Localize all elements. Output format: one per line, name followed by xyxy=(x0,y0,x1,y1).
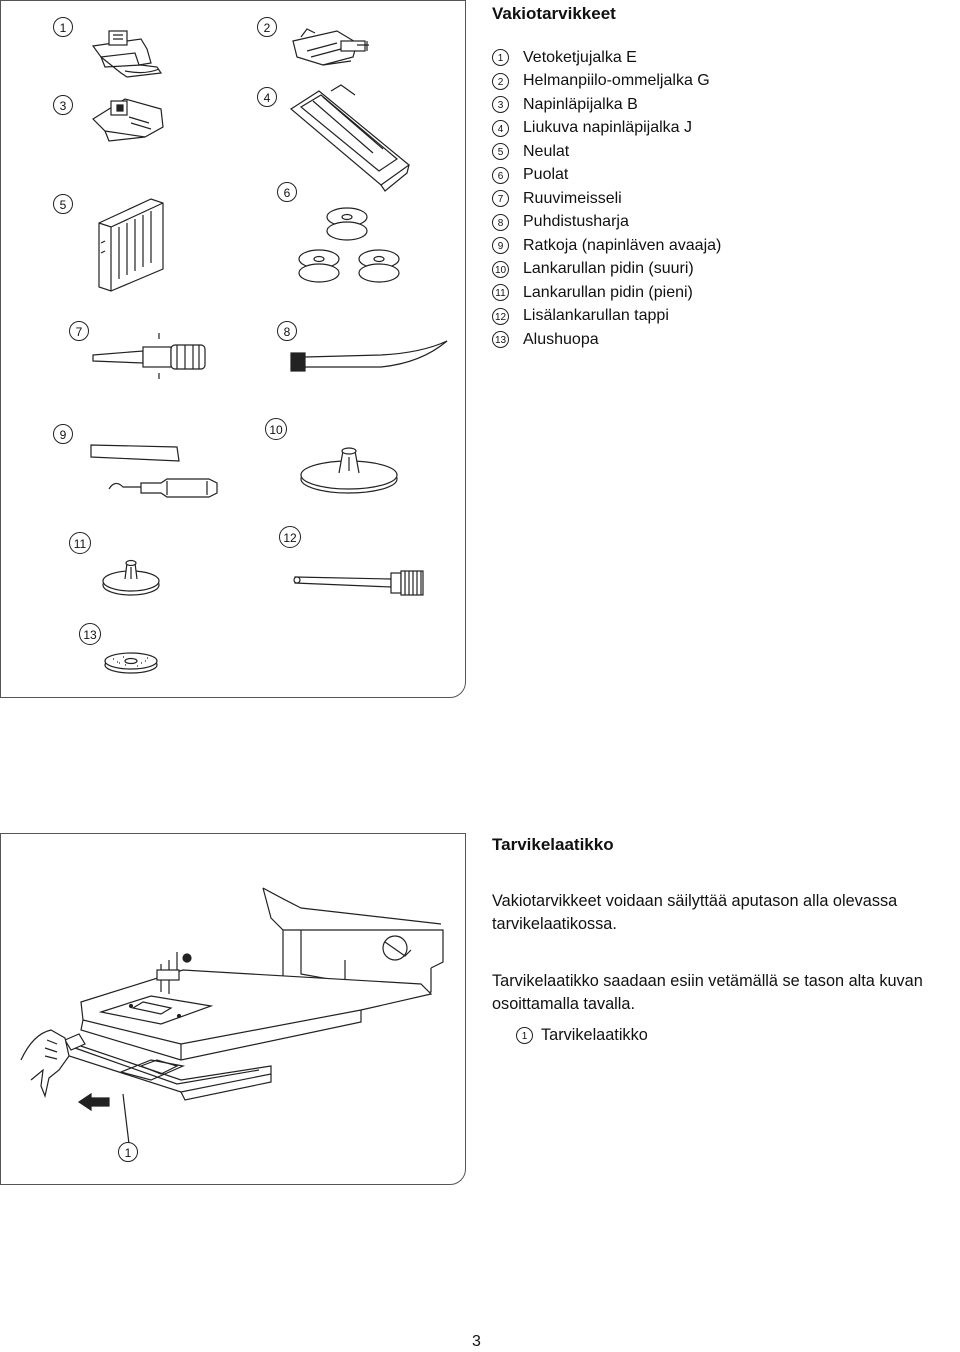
callout-8: 8 xyxy=(277,321,297,341)
sewing-machine-illustration xyxy=(20,887,444,1145)
callout-5: 5 xyxy=(53,194,73,214)
callout-7: 7 xyxy=(69,321,89,341)
callout-4: 4 xyxy=(257,87,277,107)
callout-6: 6 xyxy=(277,182,297,202)
callout-3: 3 xyxy=(53,95,73,115)
blind-hem-foot-drawing xyxy=(292,28,369,66)
callout-9: 9 xyxy=(53,424,73,444)
spool-pin-drawing xyxy=(293,570,424,596)
legend-number: 1 xyxy=(516,1027,533,1044)
callout-accessory-box: 1 xyxy=(118,1142,138,1162)
callout-12: 12 xyxy=(279,526,301,548)
zipper-foot-drawing xyxy=(91,30,163,78)
section-title-accessories: Vakiotarvikkeet xyxy=(492,4,616,23)
screwdriver-drawing xyxy=(92,333,206,379)
lint-brush-drawing xyxy=(290,340,448,372)
bobbins-drawing xyxy=(298,207,400,283)
seam-ripper-drawing xyxy=(90,444,218,498)
callout-2: 2 xyxy=(257,17,277,37)
accessories-illustration xyxy=(90,28,448,674)
paragraph-storage: Vakiotarvikkeet voidaan säilyttää aputas… xyxy=(492,892,898,933)
callout-13: 13 xyxy=(79,623,101,645)
legend-accessory-box: 1 Tarvikelaatikko xyxy=(516,1026,648,1045)
sliding-buttonhole-foot-drawing xyxy=(289,84,410,192)
needles-package-drawing xyxy=(98,198,164,292)
legend-label: Tarvikelaatikko xyxy=(541,1026,648,1044)
paragraph-pull-out: Tarvikelaatikko saadaan esiin vetämällä … xyxy=(492,972,923,1013)
section-title-accessory-box: Tarvikelaatikko xyxy=(492,835,614,854)
buttonhole-foot-b-drawing xyxy=(92,98,164,142)
spool-holder-large-drawing xyxy=(300,447,398,494)
callout-1: 1 xyxy=(53,17,73,37)
spool-holder-small-drawing xyxy=(102,559,160,596)
page-number: 3 xyxy=(472,1333,481,1350)
callout-11: 11 xyxy=(69,532,91,554)
accessory-box-figure-panel: 1 xyxy=(0,833,466,1185)
accessories-figure-panel: 1 2 3 4 5 6 7 8 9 10 11 12 13 xyxy=(0,0,466,698)
felt-drawing xyxy=(104,652,158,674)
callout-10: 10 xyxy=(265,418,287,440)
